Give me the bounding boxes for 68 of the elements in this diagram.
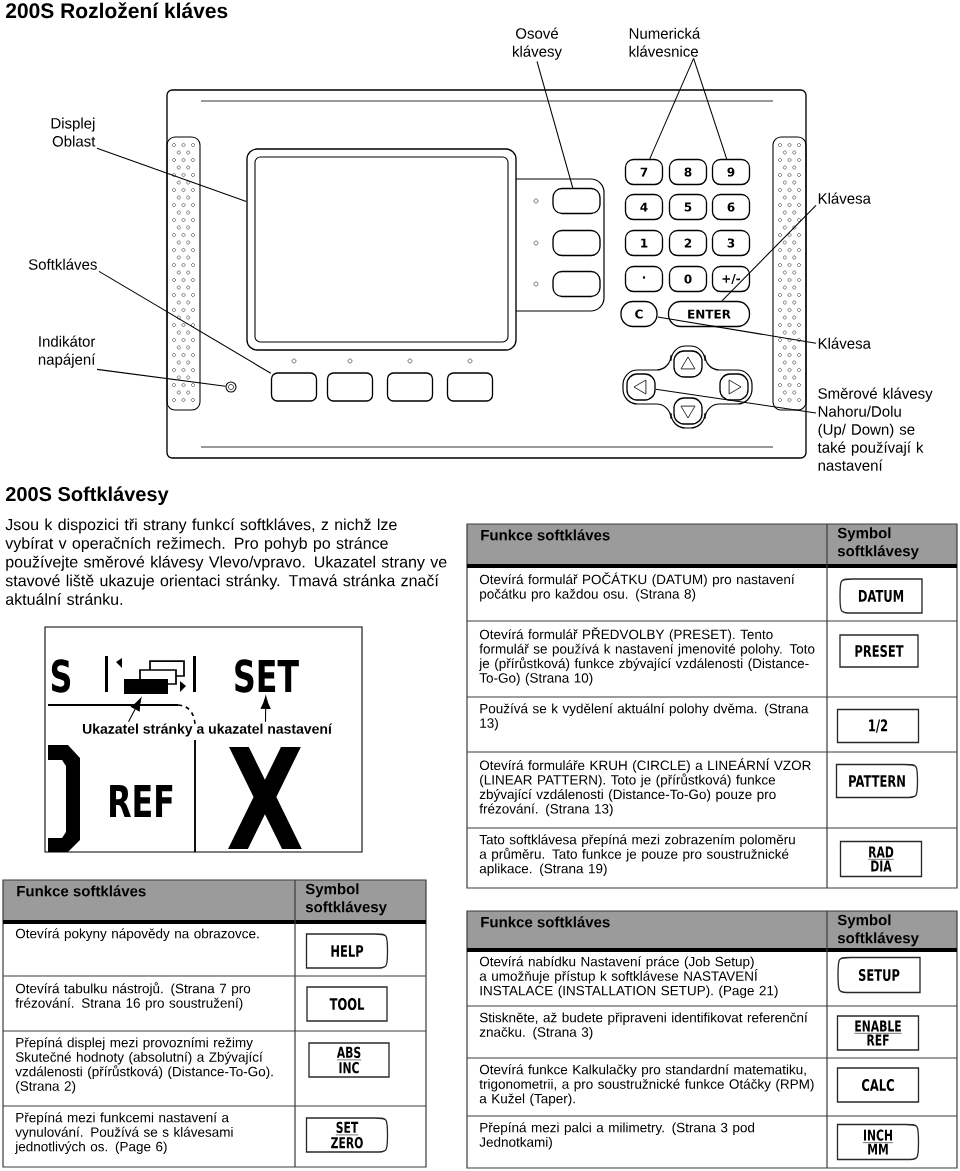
key: ·: [624, 265, 664, 293]
description-text: Otevírá formulář PŘEDVOLBY (PRESET). Tento formulář se používá k nastavení jmenovité polohy. Toto je (přírůstková) funkce zbývající vzdálenosti (Distance-To-Go) (Strana 10): [478, 627, 815, 686]
pointer-caption: Ukazatel stránky a ukazatel nastavení: [82, 723, 333, 737]
paragraph: Jsou k dispozici tři strany funkcí softkláves, z nichž lze vybírat v operačních režimech. Pro pohyb po stránce používejte směrové klávesy Vlevo/vpravo. Ukazatel strany ve stavové liště ukazuje orientaci stránky. Tmavá stránka značí aktuální stránku.: [5, 518, 447, 605]
key: 9: [711, 158, 751, 186]
arrow-key: [673, 350, 703, 378]
page-icon: [116, 658, 186, 694]
key: 2: [668, 229, 708, 257]
softkey: [446, 372, 494, 402]
axis-key: [552, 229, 601, 257]
leader-line: [96, 368, 227, 387]
callout-text: Směrové klávesy Nahoru/Dolu (Up/ Down) se také používají k nastavení: [817, 387, 933, 471]
key: 7: [624, 158, 664, 186]
axis-key: [552, 187, 601, 215]
description-text: Otevírá tabulku nástrojů. (Strana 7 pro frézování. Strana 16 pro soustružení): [15, 982, 251, 1011]
axis-key: [552, 270, 601, 298]
callout-text: Indikátor napájení: [38, 335, 96, 368]
screen-text: REF: [110, 784, 173, 818]
power-indicator-led: [225, 381, 237, 393]
leader-line: [96, 147, 247, 202]
key: ENTER: [667, 300, 751, 328]
description-text: Přepíná displej mezi provozními režimy Skutečné hodnoty (absolutní) a Zbývající vzdálenosti (přírůstková) (Distance-To-Go). (Strana 2): [15, 1037, 273, 1094]
description-text: Otevírá nabídku Nastavení práce (Job Setup) a umožňuje přístup k softklávese NASTAVENÍ INSTALACE (INSTALLATION SETUP). (Page 21): [479, 956, 778, 998]
leader-line: [657, 316, 817, 344]
key: C: [620, 300, 658, 328]
description-text: Tato softklávesa přepíná mezi zobrazením poloměru a průměru. Tato funkce je pouze pro soustružnické aplikace. (Strana 19): [479, 834, 795, 876]
key: 4: [624, 193, 664, 221]
description-text: Otevírá formulář POČÁTKU (DATUM) pro nastavení počátku pro každou osu. (Strana 8): [479, 572, 795, 602]
description-text: Otevírá pokyny nápovědy na obrazovce.: [15, 928, 259, 941]
key: +/-: [711, 265, 751, 293]
leader-line: [98, 270, 272, 374]
description-text: Používá se k vydělení aktuální polohy dvěma. (Strana 13): [480, 703, 809, 731]
leader-arrow: [260, 695, 271, 723]
leader-line: [721, 204, 817, 302]
key: 5: [668, 193, 708, 221]
callout-text: Klávesa: [818, 192, 871, 204]
callout-text: Osové klávesy: [513, 27, 562, 60]
description-text: Stiskněte, až budete připraveni identifikovat referenční značku. (Strana 3): [479, 1012, 808, 1040]
softkey: [386, 372, 434, 402]
softkey: [270, 372, 318, 402]
key: 3: [711, 229, 751, 257]
description-text: Přepíná mezi palci a milimetry. (Strana 3 pod Jednotkami): [479, 1122, 755, 1150]
screen-text: S: [51, 659, 71, 693]
callout-text: Displej Oblast: [51, 117, 96, 147]
key: 0: [668, 265, 708, 293]
leader-arrow: [127, 697, 142, 723]
leader-line: [536, 60, 574, 189]
description-text: Otevírá formuláře KRUH (CIRCLE) a LINEÁRNÍ VZOR (LINEAR PATTERN). Toto je (přírůstková) funkce zbývající vzdálenosti (Distance-To-Go) pouze pro frézování. (Strana 13): [479, 758, 811, 817]
key: 6: [711, 193, 751, 221]
softkey: [326, 372, 374, 402]
screen-text: X: [228, 746, 302, 850]
description-text: Přepíná mezi funkcemi nastavení a vynulování. Používá se s klávesami jednotlivých os. (Page 6): [14, 1112, 233, 1154]
callout-text: Klávesa: [818, 337, 871, 349]
leader-line: [655, 388, 817, 414]
key: 1: [624, 229, 664, 257]
callout-text: Numerická klávesnice: [629, 27, 701, 57]
callout-text: Softkláves: [28, 258, 97, 270]
display-screen: [246, 148, 517, 351]
arrow-key: [626, 373, 656, 401]
arrow-key: [673, 397, 703, 425]
screen-text: SET: [235, 659, 299, 693]
key: 8: [668, 158, 708, 186]
page-title: 200S Rozložení kláves: [6, 2, 228, 19]
leader-line: [693, 57, 728, 160]
description-text: Otevírá funkce Kalkulačky pro standardní matematiku, trigonometrii, a pro soustružnické funkce Otáčky (RPM) a Kužel (Taper).: [479, 1064, 814, 1106]
section-heading: 200S Softklávesy: [5, 486, 169, 506]
leader-line: [649, 57, 695, 160]
arrow-key: [719, 373, 749, 401]
